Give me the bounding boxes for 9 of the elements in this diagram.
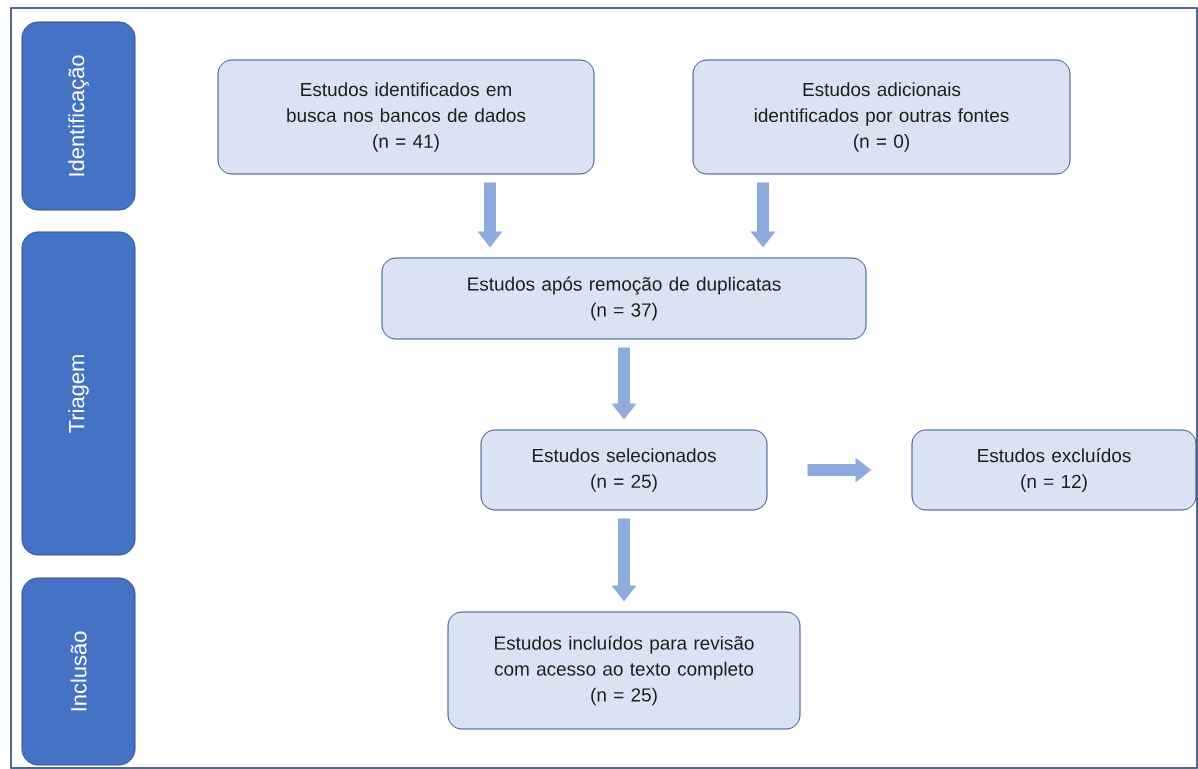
stage-band: Triagem xyxy=(21,231,136,556)
stage-band: Inclusão xyxy=(21,577,136,766)
process-box: Estudos selecionados (n = 25) xyxy=(480,429,768,511)
process-box: Estudos excluídos (n = 12) xyxy=(911,429,1197,511)
process-box: Estudos adicionais identificados por outras fontes (n = 0) xyxy=(692,59,1071,175)
process-box: Estudos incluídos para revisão com acesso ao texto completo (n = 25) xyxy=(447,611,801,730)
process-box: Estudos após remoção de duplicatas (n = 37) xyxy=(381,257,867,340)
stage-band: Identificação xyxy=(21,21,136,211)
process-box: Estudos identificados em busca nos bancos de dados (n = 41) xyxy=(217,59,595,175)
